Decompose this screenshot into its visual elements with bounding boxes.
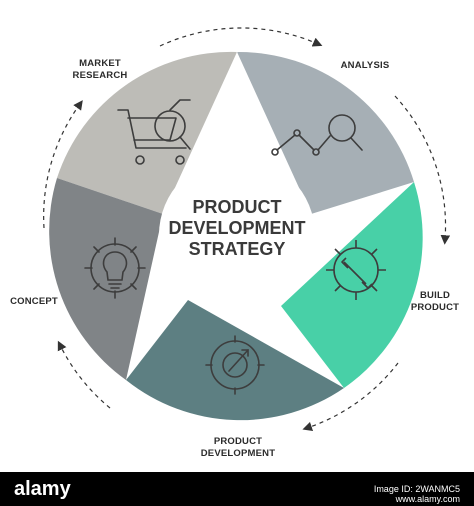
label-product-development-line1: PRODUCT [213,436,263,447]
label-product-development: PRODUCT DEVELOPMENT [193,436,283,460]
center-title-line1: PRODUCT [192,197,282,217]
label-build-product: BUILD PRODUCT [400,290,470,314]
alamy-logo: alamy [14,478,71,500]
arrow-build-to-development [302,362,399,432]
arrow-concept-to-research [43,100,83,229]
image-id: Image ID: 2WANMC5 www.alamy.com [374,484,460,504]
label-build-product-line2: PRODUCT [410,302,460,313]
center-title-line2: DEVELOPMENT [168,218,306,238]
watermark-bar [0,472,474,506]
label-market-research-line1: MARKET [79,58,121,69]
line-graph-magnifier-icon [271,114,363,156]
label-product-development-line2: DEVELOPMENT [200,448,276,459]
label-market-research-line2: RESEARCH [72,70,128,81]
segment-build-product [281,182,423,388]
segment-market-research [57,51,237,214]
lightbulb-gear-icon [84,237,146,299]
label-analysis-line1: ANALYSIS [340,60,390,71]
center-title-line3: STRATEGY [188,239,286,259]
site-url: www.alamy.com [395,494,460,504]
segment-product-development [126,300,344,421]
label-analysis: ANALYSIS [330,60,400,72]
segment-analysis [237,51,414,214]
gear-arrow-icon [205,335,265,395]
arrow-research-to-analysis [159,27,323,47]
label-concept: CONCEPT [4,296,64,308]
arrow-development-to-concept [57,340,111,409]
image-id-label: Image ID: 2WANMC5 [373,484,460,494]
shopping-cart-magnifier-icon [117,99,191,165]
center-title: PRODUCT DEVELOPMENT STRATEGY [162,197,312,260]
center-circle [159,157,315,313]
label-build-product-line1: BUILD [419,290,451,301]
label-market-research: MARKET RESEARCH [60,58,140,82]
gear-wrench-icon [326,240,386,300]
segment-concept [49,178,163,380]
label-concept-line1: CONCEPT [10,296,58,307]
arrow-analysis-to-build [394,95,451,245]
